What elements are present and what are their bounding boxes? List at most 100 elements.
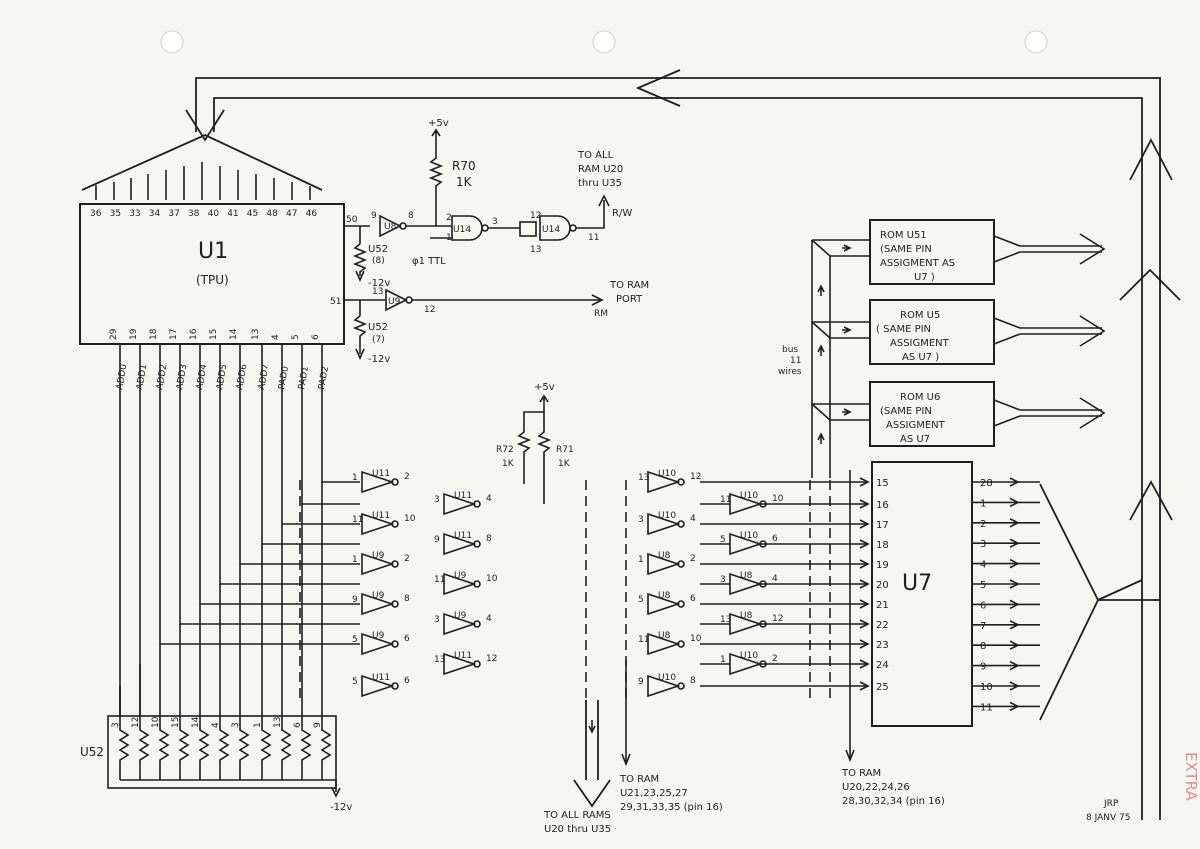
u1-signal-label: ADD0 [115,363,129,390]
u7-left-pin: 17 [876,520,889,531]
binder-hole-left [160,30,184,54]
inverter-c4-out-pin: 2 [772,654,778,664]
inverter-c1 [361,470,395,494]
to-ram-top-3: thru U35 [578,178,622,189]
bus-note-1: bus [782,345,798,355]
inverter-c4-in-pin: 1 [720,655,726,665]
u1-top-pin: 33 [129,209,140,219]
u52-pin-label: 9 [313,722,323,728]
inverter-c3-label: U8 [658,631,671,641]
u7-input-arrow [859,619,870,629]
u14a-pin-1: 1 [446,233,452,243]
u52-resistor [218,716,230,780]
inverter-c4 [729,532,763,556]
inverter-c4 [729,652,763,676]
u1-top-pin: 37 [168,209,179,219]
inverter-c1-in-pin: 5 [352,677,358,687]
inverter-c1-out-pin: 2 [404,472,410,482]
rom-u6-l4: AS U7 [900,434,930,445]
inverter-c4 [729,492,763,516]
u7-input-arrow [859,519,870,529]
u52-resistor [118,716,130,780]
u52-resistor [198,716,210,780]
u1-top-pin: 45 [247,209,258,219]
rom-u51-l1: ROM U51 [880,230,927,241]
inverter-c2-out-pin: 8 [486,534,492,544]
r72-value: 1K [502,459,515,469]
u1-name: U1 [198,239,228,264]
u7-left-pin: 16 [876,500,889,511]
u1-bottom-pin: 15 [209,329,219,340]
inverter-c2 [443,612,477,636]
u7-output-arrow [1009,660,1020,671]
to-ram-odd-arrow [621,660,631,767]
address-line [321,344,360,483]
inverter-c3-in-pin: 1 [638,555,644,565]
u1-subtitle: (TPU) [196,273,229,287]
u7-output-arrow [1009,620,1020,630]
u52-pin-label: 15 [171,717,181,728]
u7-input-arrow [859,681,870,691]
feedback-bus [185,69,1181,820]
inverter-c3-bubble [677,682,685,690]
u1-top-fan [81,134,323,200]
inverter-c2-in-pin: 9 [434,535,440,545]
u7-output-arrow [1009,518,1020,528]
inverter-c2-label: U11 [454,651,472,661]
u52-resistor [238,716,250,780]
rom-u6 [869,381,995,447]
u7-left-pin: 24 [876,660,889,671]
u52-8-label: U52 [368,244,388,255]
u52-resistor [178,716,190,780]
u7-right-pin: 4 [980,560,986,571]
u1-chip [79,203,345,345]
u7-left-pin: 22 [876,620,889,631]
to-ram-even-1: TO RAM [841,768,881,779]
r71-r72-resistors [516,394,552,504]
to-all-rams-arrow [573,700,611,808]
u7-left-pin: 23 [876,640,889,651]
signature-initials: JRP [1103,799,1119,809]
u7-right-pin: 28 [980,478,993,489]
inverter-c3-out-pin: 6 [690,594,696,604]
inverter-c3-in-pin: 3 [638,515,644,525]
inverter-c2-label: U9 [454,611,467,621]
bus-note-2: 11 [790,356,801,366]
inverter-c3-bubble [677,560,685,568]
inverter-c3-label: U10 [658,469,676,479]
u1-bottom-pin: 17 [169,329,179,340]
inverter-c3 [647,552,681,576]
inverter-c2 [443,652,477,676]
inverter-c1-in-pin: 11 [352,515,363,525]
u1-bottom-pin: 16 [189,328,199,340]
minus12v-b: -12v [368,354,390,365]
minus12v-c: -12v [330,802,352,813]
u7-input-arrow [859,559,870,569]
u7-right-pin: 8 [980,641,986,652]
u1-signal-label: ADD5 [215,363,229,390]
u9-label: U9 [388,297,401,307]
u1-bottom-pin: 5 [291,334,301,340]
u7-output-arrow [1009,701,1020,712]
u9-inverter-top [385,288,604,312]
inverter-c3 [647,512,681,536]
inverter-c1-label: U11 [372,673,390,683]
rom-u5-l4: AS U7 ) [902,352,939,363]
inverter-c1-label: U9 [372,631,385,641]
inverter-c1-out-pin: 8 [404,594,410,604]
inverter-c1-out-pin: 10 [404,514,416,524]
minus12v-a: -12v [368,278,390,289]
u7-output-arrow [1009,681,1020,691]
inverter-c4-out-pin: 4 [772,574,778,584]
u1-top-pin: 36 [90,209,102,219]
inverter-c4-in-pin: 5 [720,535,726,545]
inverter-c4-bubble [759,500,767,508]
inverter-c2-in-pin: 3 [434,495,440,505]
u7-output-arrow [1009,579,1020,589]
u14b-pin-13: 13 [530,245,541,255]
signature-date: 8 JANV 75 [1086,813,1130,823]
